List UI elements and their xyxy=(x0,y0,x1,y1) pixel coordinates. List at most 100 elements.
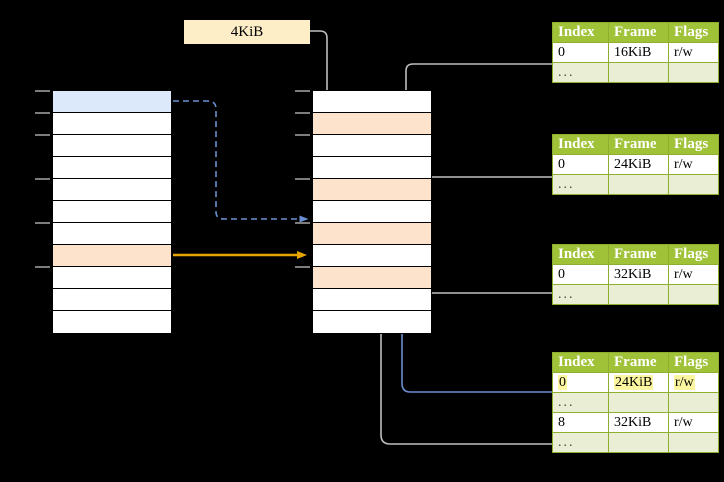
cell-index: 0 xyxy=(552,372,609,393)
cell-frame: 16KiB xyxy=(608,42,669,63)
cell-frame: 32KiB xyxy=(608,412,669,433)
cell-flags: r/w xyxy=(668,42,719,63)
cell-index: ... xyxy=(552,392,609,413)
table-row: ... xyxy=(552,284,719,305)
column-header-index: Index xyxy=(552,352,609,373)
cell-flags xyxy=(668,284,719,305)
cell-index: 0 xyxy=(552,42,609,63)
vaddr-cell-5 xyxy=(53,201,171,223)
cell-frame xyxy=(608,284,669,305)
table-row: ... xyxy=(552,392,719,413)
cell-index: ... xyxy=(552,62,609,83)
vaddr-cell-3 xyxy=(53,157,171,179)
cell-flags: r/w xyxy=(668,412,719,433)
vaddr-tick-8 xyxy=(35,266,50,268)
vaddr-cell-7 xyxy=(53,245,171,267)
cell-index: ... xyxy=(552,432,609,453)
frame-tick-1 xyxy=(295,112,310,114)
frame-cell-4 xyxy=(313,179,431,201)
column-header-flags: Flags xyxy=(668,352,719,373)
highlighted-value: 0 xyxy=(558,374,567,390)
frame-cell-0 xyxy=(313,91,431,113)
column-header-frame: Frame xyxy=(608,22,669,43)
cell-frame: 24KiB xyxy=(608,154,669,175)
frame-tick-6 xyxy=(295,222,310,224)
vaddr-cell-0 xyxy=(53,91,171,113)
cell-flags xyxy=(668,174,719,195)
frame-cell-6 xyxy=(313,223,431,245)
column-header-index: Index xyxy=(552,134,609,155)
vaddr-cell-9 xyxy=(53,289,171,311)
vaddr-cell-1 xyxy=(53,113,171,135)
column-header-frame: Frame xyxy=(608,352,669,373)
frame-cell-9 xyxy=(313,289,431,311)
cell-index: ... xyxy=(552,174,609,195)
cell-frame: 32KiB xyxy=(608,264,669,285)
vaddr-tick-6 xyxy=(35,222,50,224)
frame-cell-5 xyxy=(313,201,431,223)
cell-frame: 24KiB xyxy=(608,372,669,393)
column-header-frame: Frame xyxy=(608,134,669,155)
vaddr-cell-8 xyxy=(53,267,171,289)
column-header-flags: Flags xyxy=(668,244,719,265)
cell-flags xyxy=(668,62,719,83)
cell-index: 8 xyxy=(552,412,609,433)
cell-frame xyxy=(608,174,669,195)
cell-frame xyxy=(608,392,669,413)
vaddr-tick-1 xyxy=(35,112,50,114)
frame-cell-1 xyxy=(313,113,431,135)
table-row: 0 24KiB r/w xyxy=(552,372,719,393)
frame-cell-7 xyxy=(313,245,431,267)
vaddr-tick-4 xyxy=(35,178,50,180)
vaddr-tick-2 xyxy=(35,134,50,136)
frame-cell-8 xyxy=(313,267,431,289)
cell-flags: r/w xyxy=(668,264,719,285)
vaddr-cell-10 xyxy=(53,311,171,333)
vaddr-tick-0 xyxy=(35,90,50,92)
frame-cell-10 xyxy=(313,311,431,333)
frame-tick-0 xyxy=(295,90,310,92)
frame-tick-2 xyxy=(295,134,310,136)
cell-flags xyxy=(668,392,719,413)
cell-flags: r/w xyxy=(668,154,719,175)
vaddr-cell-4 xyxy=(53,179,171,201)
cell-frame xyxy=(608,432,669,453)
column-header-frame: Frame xyxy=(608,244,669,265)
column-header-flags: Flags xyxy=(668,134,719,155)
vaddr-cell-6 xyxy=(53,223,171,245)
cell-frame xyxy=(608,62,669,83)
highlighted-value: r/w xyxy=(674,374,695,390)
table-row: ... xyxy=(552,62,719,83)
column-header-index: Index xyxy=(552,244,609,265)
physical-memory-column xyxy=(312,90,432,334)
cell-index: 0 xyxy=(552,264,609,285)
table-row: ... xyxy=(552,432,719,453)
frame-tick-4 xyxy=(295,178,310,180)
frame-cell-2 xyxy=(313,135,431,157)
column-header-index: Index xyxy=(552,22,609,43)
table-row: ... xyxy=(552,174,719,195)
frame-tick-8 xyxy=(295,266,310,268)
wire-vaddr-to-frame-dashed xyxy=(173,100,309,223)
frame-cell-3 xyxy=(313,157,431,179)
cell-flags: r/w xyxy=(668,372,719,393)
highlighted-value: 24KiB xyxy=(614,374,654,390)
vaddr-cell-2 xyxy=(53,135,171,157)
page-size-label: 4KiB xyxy=(184,20,310,44)
column-header-flags: Flags xyxy=(668,22,719,43)
virtual-address-space-column xyxy=(52,90,172,334)
cell-flags xyxy=(668,432,719,453)
